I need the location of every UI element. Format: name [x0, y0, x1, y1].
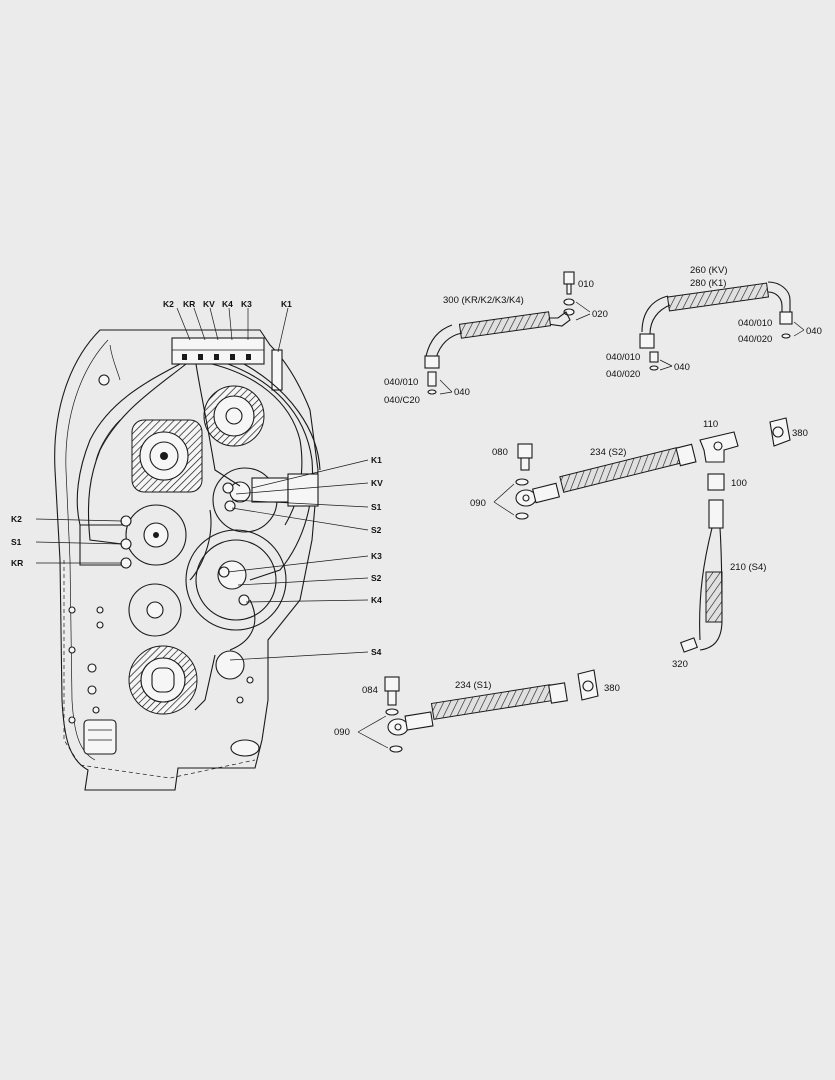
transmission-top-labels: K2 KR KV K4 K3 K1: [163, 299, 292, 353]
label-040-020-c: 040/020: [606, 369, 640, 380]
flange-filter: [83, 583, 260, 757]
label-left-kr: KR: [11, 558, 23, 568]
label-260: 260 (KV): [690, 265, 728, 276]
valve-block: [171, 337, 283, 391]
label-090-a: 090: [470, 498, 486, 509]
label-top-k4: K4: [222, 299, 233, 309]
label-300: 300 (KR/K2/K3/K4): [443, 295, 524, 306]
label-280: 280 (K1): [690, 278, 726, 289]
label-380-a: 380: [792, 428, 808, 439]
label-040-010-a: 040/010: [384, 377, 418, 388]
label-right-s4: S4: [371, 647, 382, 657]
label-040-020-a: 040/C20: [384, 395, 420, 406]
label-110: 110: [703, 419, 718, 430]
label-020: 020: [592, 309, 608, 320]
label-380-b: 380: [604, 683, 620, 694]
label-234-s2: 234 (S2): [590, 447, 626, 458]
hose-234-s1-assembly: 084 234 (S1) 380 090: [334, 669, 620, 753]
label-top-k3: K3: [241, 299, 252, 309]
tee-and-hose-210-assembly: 110 380 100 210 (S4) 320: [672, 417, 808, 670]
valve-block-ports: [182, 354, 251, 360]
label-040-c: 040: [674, 362, 690, 373]
label-080: 080: [492, 447, 508, 458]
label-040-a: 040: [454, 387, 470, 398]
label-right-k1: K1: [371, 455, 382, 465]
label-320: 320: [672, 659, 688, 670]
label-right-s1: S1: [371, 502, 382, 512]
label-left-s1: S1: [11, 537, 22, 547]
label-210: 210 (S4): [730, 562, 766, 573]
internal-piping: [76, 344, 321, 711]
label-084: 084: [362, 685, 378, 696]
label-top-k2: K2: [163, 299, 174, 309]
label-040-010-b: 040/010: [738, 318, 772, 329]
label-right-s2-b: S2: [371, 573, 382, 583]
lower-pump: [128, 645, 245, 715]
housing-bolts: [68, 374, 254, 724]
label-right-k3: K3: [371, 551, 382, 561]
label-010: 010: [578, 279, 594, 290]
hose-260-280-assembly: 260 (KV) 280 (K1) 040/010 040/020 040 04…: [606, 265, 822, 380]
label-040-b: 040: [806, 326, 822, 337]
label-090-b: 090: [334, 727, 350, 738]
label-right-s2-a: S2: [371, 525, 382, 535]
label-040-010-c: 040/010: [606, 352, 640, 363]
label-040-020-b: 040/020: [738, 334, 772, 345]
label-left-k2: K2: [11, 514, 22, 524]
upper-gear-housing: [131, 419, 203, 493]
hose-234-s2-assembly: 080 090 234 (S2): [470, 443, 697, 520]
label-234-s1: 234 (S1): [455, 680, 491, 691]
label-top-kv: KV: [203, 299, 215, 309]
transmission-left-labels: K2 S1 KR: [11, 514, 123, 568]
label-top-k1: K1: [281, 299, 292, 309]
label-right-kv: KV: [371, 478, 383, 488]
transmission-right-labels: K1 KV S1 S2 K3 S2 K4 S4: [227, 455, 383, 661]
hose-300-assembly: 010 020 300 (KR/K2/K3/K4) 040/010 040/C2…: [384, 271, 608, 406]
label-top-kr: KR: [183, 299, 195, 309]
label-right-k4: K4: [371, 595, 382, 605]
transmission-housing: [54, 329, 321, 791]
label-100: 100: [731, 478, 747, 489]
upper-right-gear: [203, 385, 265, 447]
